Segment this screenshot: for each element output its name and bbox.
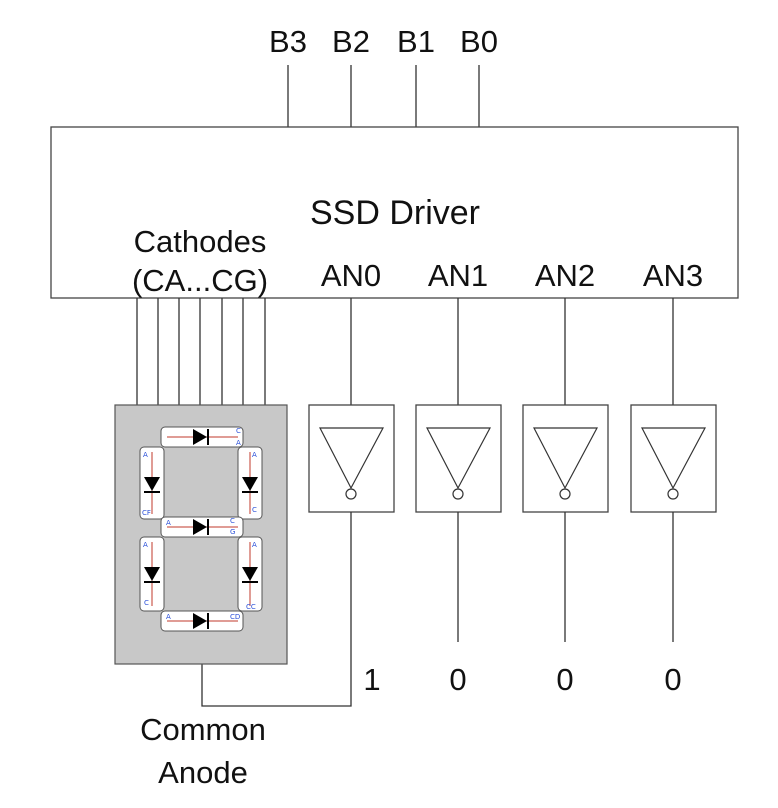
inverter-an0 [308, 404, 395, 513]
svg-text:CF: CF [142, 509, 151, 517]
cathodes-range-label: (CA...CG) [132, 263, 268, 298]
svg-text:G: G [230, 528, 235, 536]
input-label-b3: B3 [269, 24, 307, 59]
svg-text:C: C [230, 517, 235, 525]
anode-label-an0: AN0 [321, 258, 381, 293]
svg-text:A: A [143, 541, 148, 549]
svg-text:A: A [166, 613, 171, 621]
segment-upper-left: A CF [139, 446, 165, 520]
inverter-an3 [630, 404, 717, 513]
segment-bottom: A CD [160, 610, 244, 632]
anode-value-an3: 0 [664, 662, 681, 697]
input-label-b2: B2 [332, 24, 370, 59]
anode-value-an1: 0 [449, 662, 466, 697]
anode-label-an3: AN3 [643, 258, 703, 293]
cathode-bus [136, 298, 266, 405]
input-label-b1: B1 [397, 24, 435, 59]
anode-value-an2: 0 [556, 662, 573, 697]
segment-lower-left: A C [139, 536, 165, 612]
common-anode-label: Common [140, 712, 266, 747]
anode-label-an2: AN2 [535, 258, 595, 293]
wire-common-anode [201, 512, 352, 707]
svg-text:A: A [143, 451, 148, 459]
svg-text:A: A [252, 451, 257, 459]
input-label-b0: B0 [460, 24, 498, 59]
driver-title: SSD Driver [310, 194, 480, 232]
ssd-driver-box [50, 126, 739, 299]
svg-text:CD: CD [230, 613, 240, 621]
segment-upper-right: A C [237, 446, 263, 520]
inverter-an1 [415, 404, 502, 513]
seven-segment-display: C A A CF A C A C G [114, 404, 288, 665]
svg-text:CC: CC [246, 603, 256, 611]
cathodes-label: Cathodes [134, 224, 267, 259]
svg-text:A: A [166, 519, 171, 527]
segment-middle: A C G [160, 516, 244, 538]
svg-text:A: A [236, 439, 241, 447]
segment-lower-right: A CC [237, 536, 263, 612]
svg-text:C: C [144, 599, 149, 607]
inverter-an2 [522, 404, 609, 513]
svg-text:A: A [252, 541, 257, 549]
anode-label-an1: AN1 [428, 258, 488, 293]
svg-text:C: C [252, 506, 257, 514]
common-anode-label-2: Anode [158, 755, 248, 790]
anode-value-an0: 1 [363, 662, 380, 697]
svg-text:C: C [236, 427, 241, 435]
segment-top: C A [160, 426, 244, 448]
